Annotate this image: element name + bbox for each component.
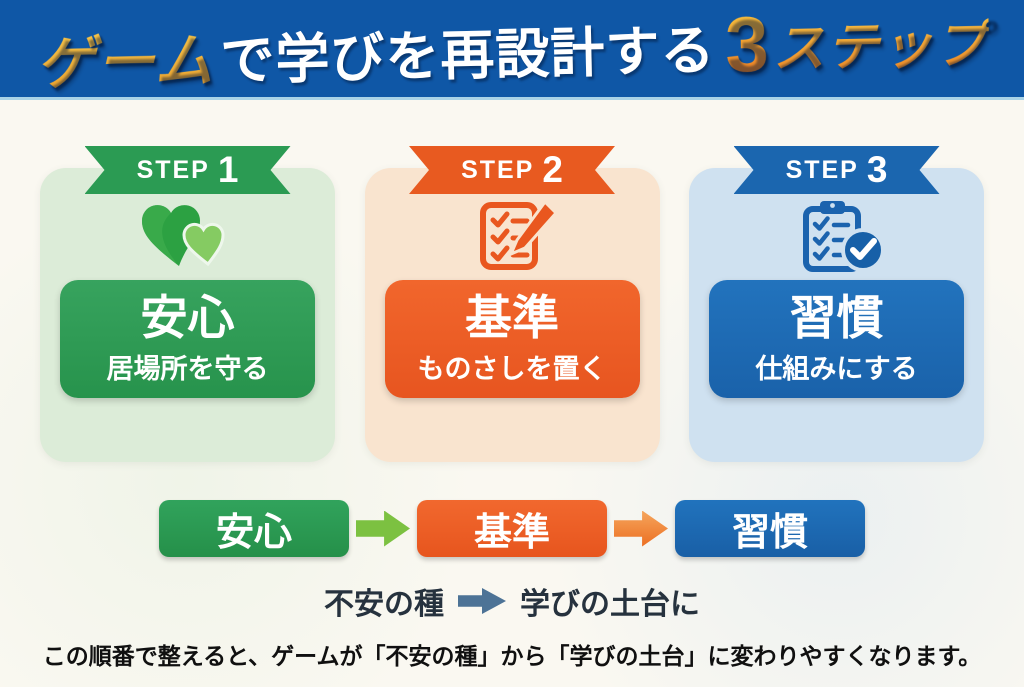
transformation-row: 不安の種 学びの土台に xyxy=(0,579,1024,623)
step3-ribbon-label: STEP xyxy=(785,155,859,184)
step3-subtitle: 仕組みにする xyxy=(755,353,918,384)
step2-ribbon: STEP 2 xyxy=(409,146,615,194)
step1-keyword-box: 安心 居場所を守る xyxy=(60,280,315,398)
step2-keyword: 基準 xyxy=(465,291,559,345)
step1-ribbon: STEP 1 xyxy=(85,146,291,194)
transformation-arrow-icon xyxy=(458,588,506,614)
checklist-pencil-icon xyxy=(480,200,559,270)
clipboard-check-icon xyxy=(802,201,885,272)
page-title: ゲーム で学びを再設計する 3 ステップ xyxy=(35,0,989,100)
step1-subtitle: 居場所を守る xyxy=(106,353,269,384)
step2-subtitle: ものさしを置く xyxy=(417,353,607,384)
title-number-3: 3 xyxy=(714,0,773,88)
step3-icon-area xyxy=(689,200,984,272)
title-word-steps: ステップ xyxy=(771,1,989,81)
step-card-1: STEP 1 安心 居場所を守る xyxy=(40,168,335,462)
double-hearts-icon xyxy=(141,205,225,267)
step-card-3: STEP 3 習慣 xyxy=(689,168,984,462)
flow-row: 安心 基準 習慣 xyxy=(0,500,1024,557)
step1-ribbon-label: STEP xyxy=(136,155,210,184)
step-card-2: STEP 2 基準 ものさしを置く xyxy=(364,168,660,462)
footer-note: この順番で整えると、ゲームが「不安の種」から「学びの土台」に変わりやすくなります… xyxy=(42,643,982,669)
step2-ribbon-label: STEP xyxy=(461,155,535,184)
title-middle: で学びを再設計する xyxy=(219,19,716,91)
flow-pill-shukan: 習慣 xyxy=(675,500,865,557)
step3-ribbon-number: 3 xyxy=(866,149,888,190)
flow-arrow-orange-icon xyxy=(614,510,668,547)
transformation-to: 学びの土台に xyxy=(520,588,700,621)
step1-keyword: 安心 xyxy=(140,291,235,345)
step2-ribbon-number: 2 xyxy=(542,149,563,190)
title-word-game: ゲーム xyxy=(35,13,221,101)
step2-keyword-box: 基準 ものさしを置く xyxy=(384,280,640,398)
step1-icon-area xyxy=(40,200,335,272)
flow-pill-kijun: 基準 xyxy=(417,500,607,557)
step3-keyword-box: 習慣 仕組みにする xyxy=(709,280,964,398)
header-banner: ゲーム で学びを再設計する 3 ステップ xyxy=(0,0,1024,100)
step-cards-row: STEP 1 安心 居場所を守る STEP 2 xyxy=(40,168,984,462)
step3-keyword: 習慣 xyxy=(789,291,884,345)
step3-ribbon: STEP 3 xyxy=(734,146,940,194)
flow-pill-anshin: 安心 xyxy=(159,500,349,557)
step2-icon-area xyxy=(365,200,660,272)
flow-arrow-green-icon xyxy=(356,510,410,547)
step1-ribbon-number: 1 xyxy=(217,149,239,190)
transformation-from: 不安の種 xyxy=(324,588,444,621)
